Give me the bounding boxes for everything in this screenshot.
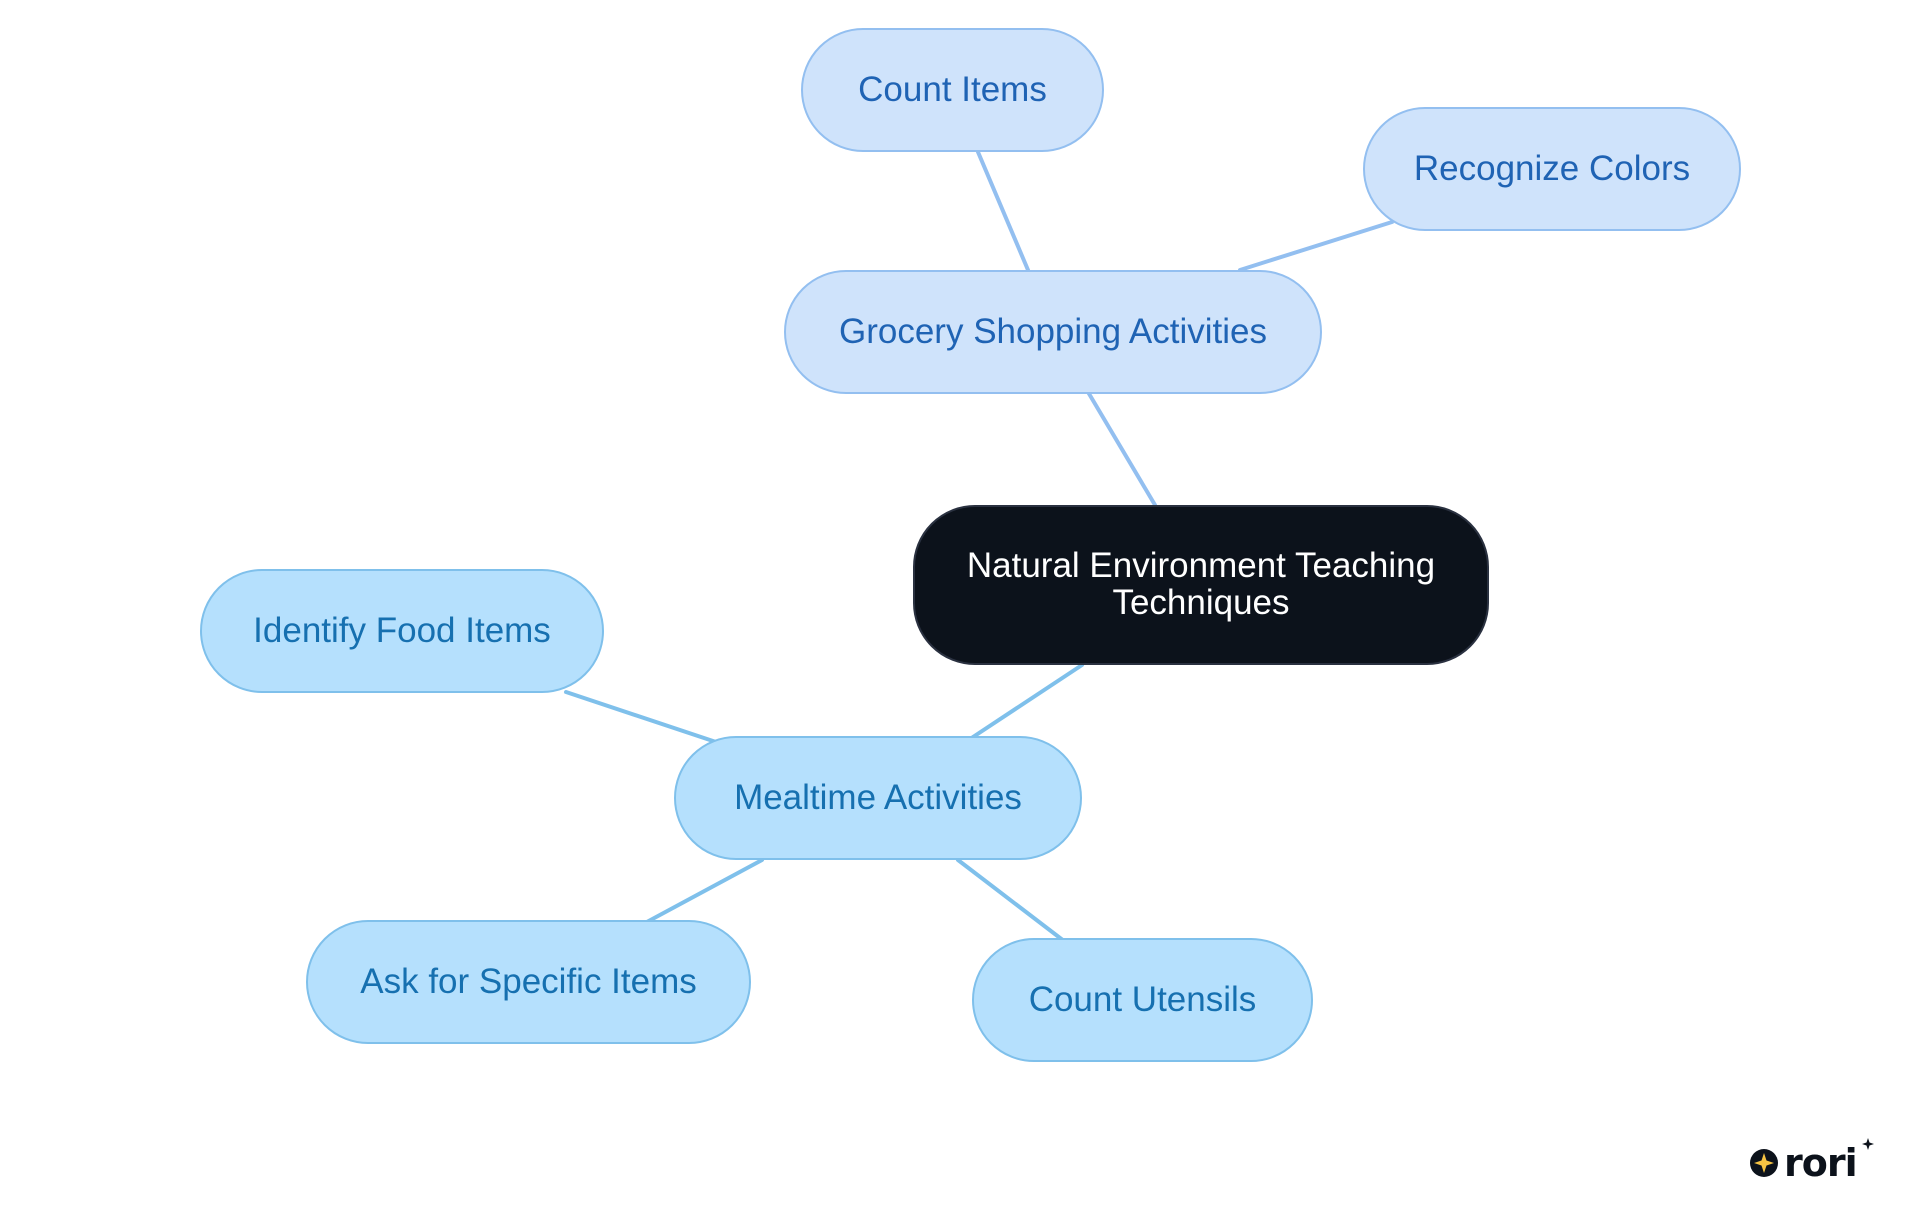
mealtime-activities-label: Mealtime Activities bbox=[734, 777, 1022, 817]
connector-mealtime-ask-items bbox=[643, 858, 764, 925]
rori-logo: rori bbox=[1750, 1138, 1874, 1182]
mealtime-activities-node[interactable]: Mealtime Activities bbox=[674, 736, 1082, 860]
recognize-colors-node[interactable]: Recognize Colors bbox=[1363, 107, 1741, 231]
identify-food-items-node[interactable]: Identify Food Items bbox=[200, 569, 604, 693]
logo-star-icon bbox=[1862, 1138, 1874, 1150]
connector-root-mealtime bbox=[968, 663, 1084, 741]
root-node-line-2: Techniques bbox=[1112, 583, 1290, 622]
connector-mealtime-identify-food bbox=[564, 690, 718, 744]
connector-mealtime-count-utensils bbox=[956, 858, 1066, 943]
connector-root-grocery bbox=[1086, 390, 1157, 507]
identify-food-items-label: Identify Food Items bbox=[253, 610, 551, 650]
count-utensils-label: Count Utensils bbox=[1028, 979, 1257, 1019]
count-items-label: Count Items bbox=[858, 69, 1047, 109]
recognize-colors-label: Recognize Colors bbox=[1413, 148, 1691, 188]
grocery-shopping-label: Grocery Shopping Activities bbox=[839, 311, 1267, 351]
ask-specific-items-label: Ask for Specific Items bbox=[360, 961, 697, 1001]
sparkle-circle-icon bbox=[1750, 1149, 1778, 1177]
connector-grocery-recognize-colors bbox=[1238, 220, 1394, 272]
count-utensils-node[interactable]: Count Utensils bbox=[972, 938, 1313, 1062]
root-node-line-1: Natural Environment Teaching bbox=[966, 546, 1436, 586]
count-items-node[interactable]: Count Items bbox=[801, 28, 1104, 152]
grocery-shopping-node[interactable]: Grocery Shopping Activities bbox=[784, 270, 1322, 394]
ask-specific-items-node[interactable]: Ask for Specific Items bbox=[306, 920, 751, 1044]
logo-wordmark: rori bbox=[1784, 1141, 1857, 1182]
connector-grocery-count-items bbox=[976, 150, 1030, 272]
root-node[interactable]: Natural Environment Teaching Techniques bbox=[913, 505, 1489, 665]
